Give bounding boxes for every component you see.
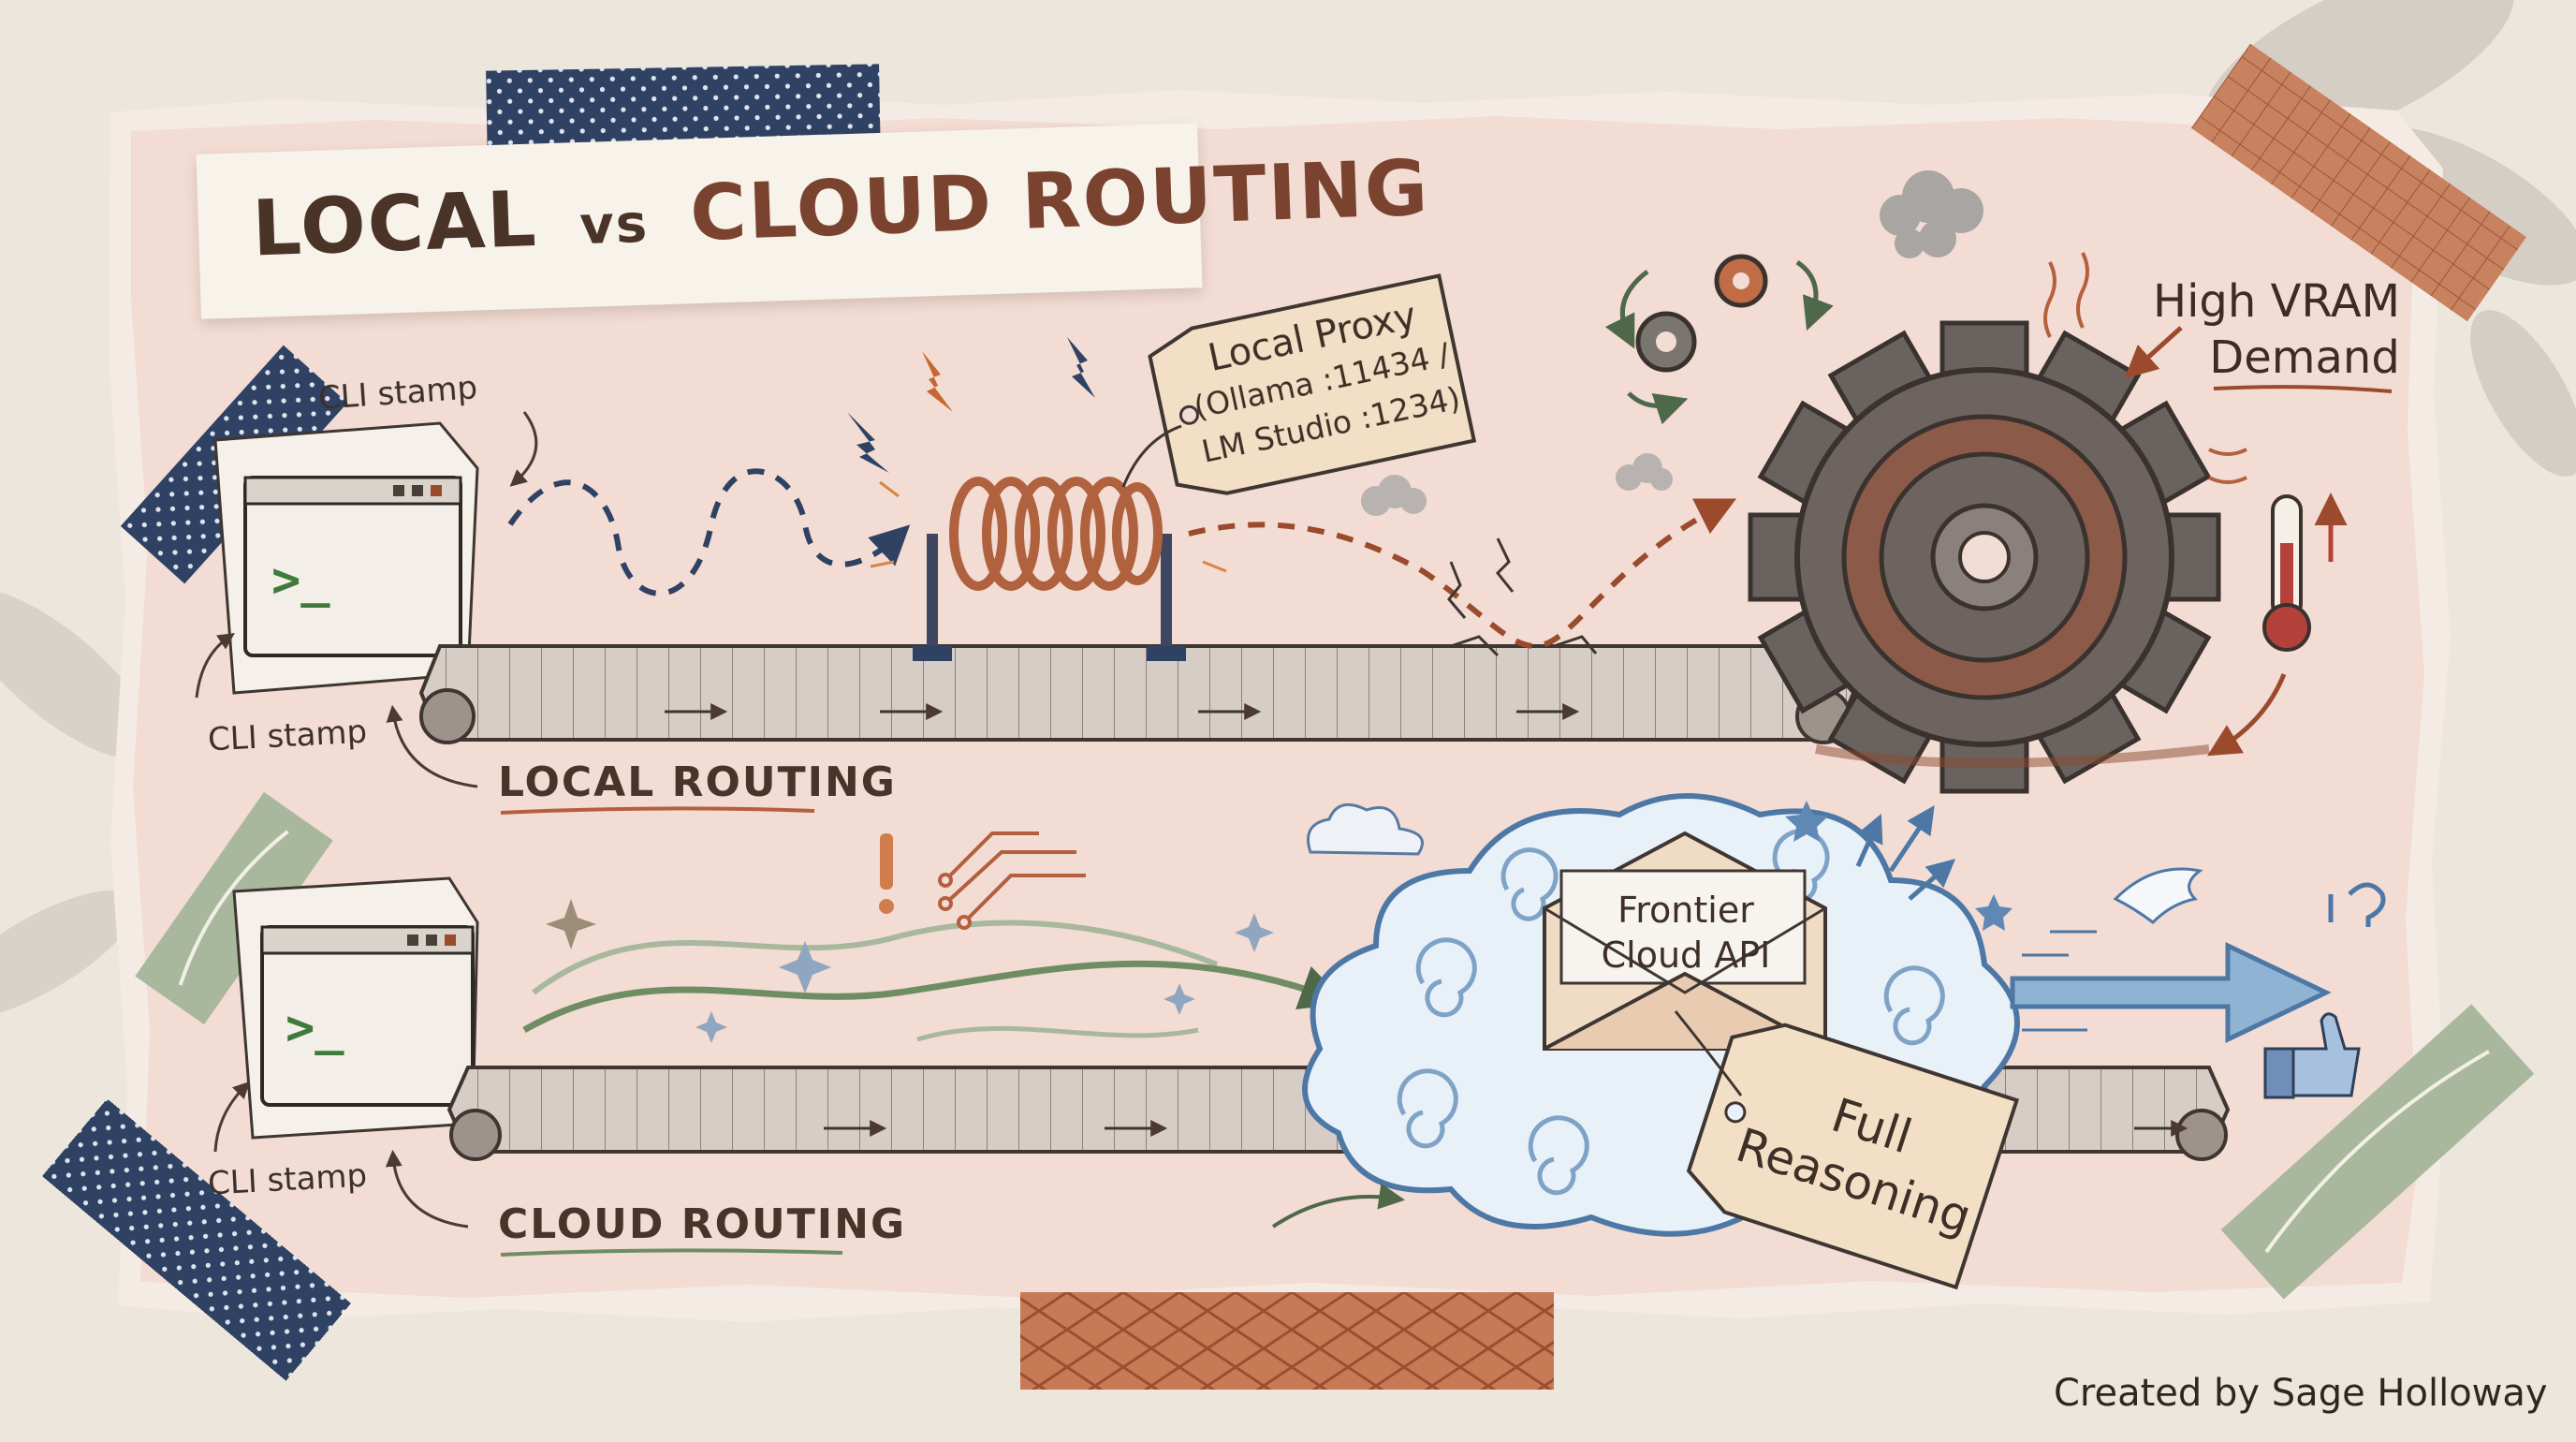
rust-dashed-path <box>1188 498 1737 650</box>
gear-ground-smudge <box>1815 744 2210 768</box>
envelope-icon <box>1543 831 1827 1051</box>
thermometer-icon <box>2262 493 2348 652</box>
title-local: LOCAL <box>251 174 540 274</box>
cloud-label-arrow <box>385 1149 469 1229</box>
full-reasoning-tag <box>1686 1023 2020 1290</box>
sparkle-icon-beige <box>546 899 596 949</box>
circuit-traces <box>938 831 1086 930</box>
terminal-window-cloud <box>232 876 479 1140</box>
thumbs-up-icon <box>2263 1012 2361 1099</box>
question-marks <box>2328 882 2386 927</box>
leaf-shadow-left <box>0 589 154 1021</box>
small-gears-icon <box>1635 254 1768 373</box>
small-cloud-icon <box>1307 802 1424 856</box>
washi-tape-top-right <box>2191 43 2526 322</box>
gear-down-arrow <box>2206 673 2287 757</box>
envelope-line1: Frontier <box>1617 890 1754 931</box>
terminal-prompt-cloud: >_ <box>285 1000 344 1056</box>
sage-wave-lines <box>522 920 1347 1042</box>
creator-credit: Created by Sage Holloway <box>2054 1372 2548 1415</box>
upward-arrows <box>1855 805 1956 901</box>
smoke-puff-small <box>1361 453 1673 516</box>
tag-string <box>1121 424 1182 488</box>
blue-output-arrow <box>2010 930 2332 1043</box>
local-proxy-tag <box>1148 273 1477 495</box>
wings-icon <box>2113 867 2203 924</box>
gear-smoke <box>1880 170 1983 258</box>
vram-label: High VRAM Demand <box>2153 273 2400 386</box>
envelope-line2: Cloud API <box>1601 934 1771 976</box>
cloud-label-underline <box>500 1248 843 1257</box>
vram-underline <box>2213 385 2393 393</box>
cli-arrow-local-top <box>509 411 538 487</box>
vram-arrow <box>2124 326 2183 379</box>
washi-tape-left-bottom <box>42 1098 351 1381</box>
washi-tape-sage-right <box>2220 1004 2535 1300</box>
reasoning-tag-string <box>1674 1010 1743 1096</box>
local-routing-label: LOCAL ROUTING <box>498 758 897 806</box>
sparkle-icons <box>695 913 1274 1043</box>
vram-line1: High VRAM <box>2153 275 2401 328</box>
exclamation-icon <box>879 833 894 914</box>
star-icons <box>1785 801 2012 931</box>
cloud-bottom-arrow <box>1271 1183 1406 1229</box>
washi-tape-bottom <box>1020 1292 1554 1390</box>
cloud-routing-label: CLOUD ROUTING <box>498 1200 907 1248</box>
gear-icon <box>1748 320 2221 794</box>
proxy-coil <box>913 477 1186 661</box>
crack-marks <box>1447 537 1598 657</box>
cli-arrow-cloud <box>213 1081 251 1153</box>
conveyor-belt-local <box>418 644 1856 744</box>
cli-arrow-local-bottom <box>195 633 235 699</box>
local-label-arrow <box>386 704 478 788</box>
vram-line2: Demand <box>2209 331 2400 384</box>
heat-waves <box>2043 252 2247 484</box>
title-vs: vs <box>578 193 651 258</box>
terminal-prompt-local: >_ <box>271 552 330 609</box>
envelope-card-text: Frontier Cloud API <box>1569 888 1803 978</box>
lightning-bolt-icons <box>847 337 1095 473</box>
local-label-underline <box>500 806 815 815</box>
terminal-window-local <box>213 421 479 695</box>
rotation-arrows <box>1604 259 1834 425</box>
